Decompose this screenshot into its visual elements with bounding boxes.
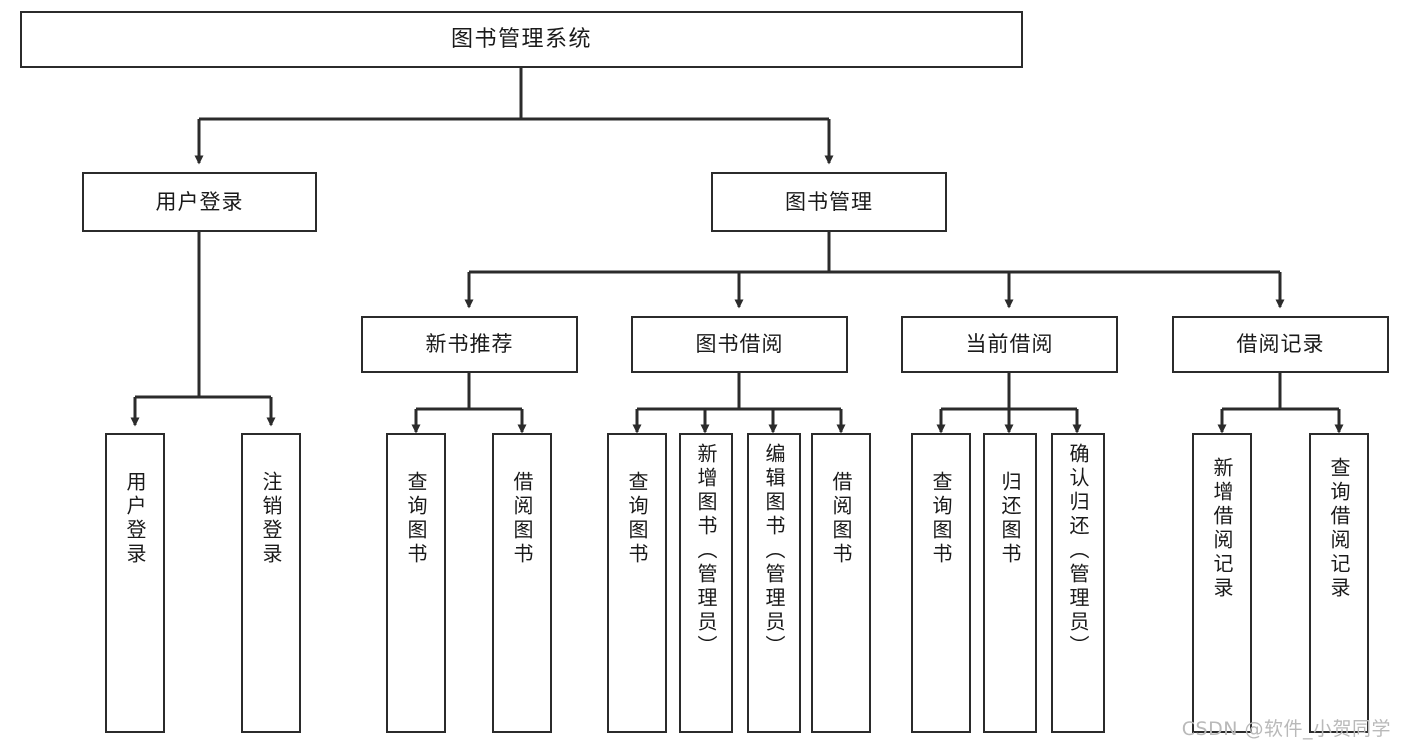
node-user-login-label: 用户登录 (155, 189, 244, 214)
csdn-watermark: CSDN @软件_小贺同学 (1181, 718, 1391, 740)
node-leaf-user-logout-label: 注销登录 (259, 471, 283, 567)
node-leaf-rec-search[interactable]: 查询借阅记录 (1309, 433, 1369, 733)
node-leaf-cur-confirm[interactable]: 确认归还（管理员） (1051, 433, 1105, 733)
node-leaf-borrow-add[interactable]: 新增图书（管理员） (679, 433, 733, 733)
node-book-manage[interactable]: 图书管理 (711, 172, 947, 232)
node-borrow-record-label: 借阅记录 (1236, 332, 1325, 357)
node-leaf-user-login-label: 用户登录 (123, 471, 147, 567)
node-leaf-borrow-borrow-label: 借阅图书 (829, 471, 853, 567)
node-new-book-rec-label: 新书推荐 (425, 332, 514, 357)
node-leaf-rec-add[interactable]: 新增借阅记录 (1192, 433, 1252, 733)
node-leaf-rec-query[interactable]: 查询图书 (386, 433, 446, 733)
node-root[interactable]: 图书管理系统 (20, 11, 1023, 68)
node-leaf-borrow-add-label: 新增图书（管理员） (694, 443, 718, 659)
node-leaf-cur-return-label: 归还图书 (998, 471, 1022, 567)
node-leaf-rec-search-label: 查询借阅记录 (1327, 457, 1351, 601)
node-current-borrow[interactable]: 当前借阅 (901, 316, 1118, 373)
node-leaf-cur-query[interactable]: 查询图书 (911, 433, 971, 733)
node-leaf-rec-query-label: 查询图书 (404, 471, 428, 567)
node-leaf-cur-return[interactable]: 归还图书 (983, 433, 1037, 733)
node-user-login[interactable]: 用户登录 (82, 172, 317, 232)
node-book-manage-label: 图书管理 (785, 189, 873, 214)
node-leaf-borrow-query[interactable]: 查询图书 (607, 433, 667, 733)
node-leaf-borrow-edit[interactable]: 编辑图书（管理员） (747, 433, 801, 733)
node-book-borrow-label: 图书借阅 (695, 332, 784, 357)
node-leaf-rec-borrow[interactable]: 借阅图书 (492, 433, 552, 733)
node-leaf-cur-query-label: 查询图书 (929, 471, 953, 567)
node-leaf-rec-add-label: 新增借阅记录 (1210, 457, 1234, 601)
node-leaf-rec-borrow-label: 借阅图书 (510, 471, 534, 567)
node-leaf-borrow-edit-label: 编辑图书（管理员） (762, 443, 786, 659)
node-leaf-user-logout[interactable]: 注销登录 (241, 433, 301, 733)
node-borrow-record[interactable]: 借阅记录 (1172, 316, 1389, 373)
node-new-book-rec[interactable]: 新书推荐 (361, 316, 578, 373)
node-leaf-cur-confirm-label: 确认归还（管理员） (1066, 443, 1090, 659)
node-leaf-borrow-borrow[interactable]: 借阅图书 (811, 433, 871, 733)
node-book-borrow[interactable]: 图书借阅 (631, 316, 848, 373)
node-current-borrow-label: 当前借阅 (965, 332, 1054, 357)
node-root-label: 图书管理系统 (450, 26, 592, 52)
node-leaf-borrow-query-label: 查询图书 (625, 471, 649, 567)
node-leaf-user-login[interactable]: 用户登录 (105, 433, 165, 733)
